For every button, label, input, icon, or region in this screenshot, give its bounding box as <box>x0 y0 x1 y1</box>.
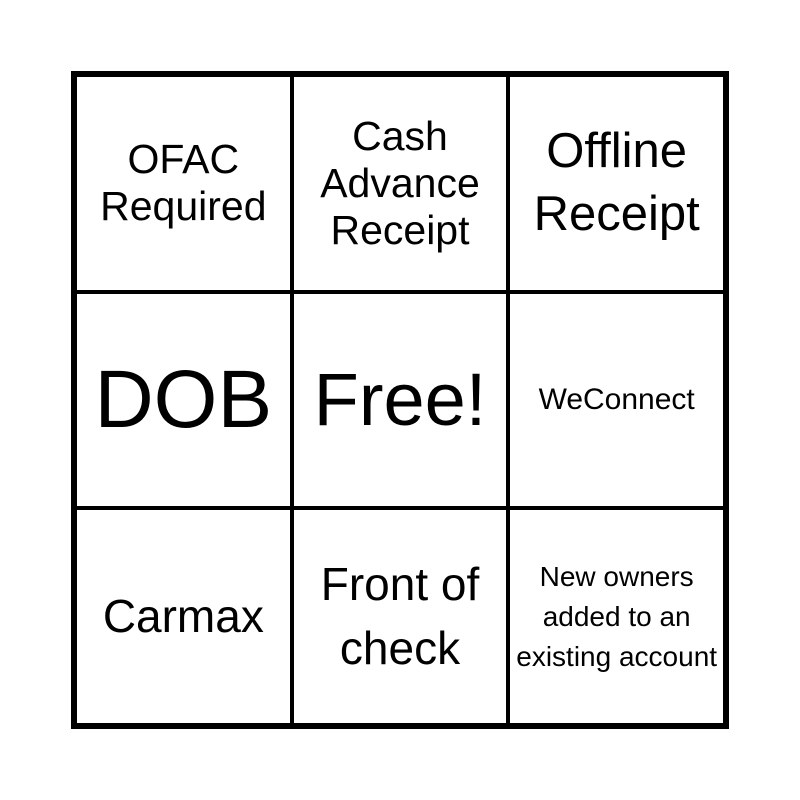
bingo-cell[interactable]: Front of check <box>291 508 509 725</box>
bingo-card: OFAC Required Cash Advance Receipt Offli… <box>71 71 729 729</box>
bingo-cell[interactable]: Cash Advance Receipt <box>291 75 509 292</box>
bingo-cell[interactable]: OFAC Required <box>75 75 292 292</box>
bingo-cell[interactable]: Offline Receipt <box>508 75 725 292</box>
bingo-cell[interactable]: DOB <box>75 291 292 509</box>
bingo-cell[interactable]: New owners added to an existing account <box>508 508 725 725</box>
bingo-cell[interactable]: Carmax <box>75 508 292 725</box>
bingo-cell[interactable]: WeConnect <box>508 291 725 509</box>
bingo-free-cell[interactable]: Free! <box>291 291 509 509</box>
